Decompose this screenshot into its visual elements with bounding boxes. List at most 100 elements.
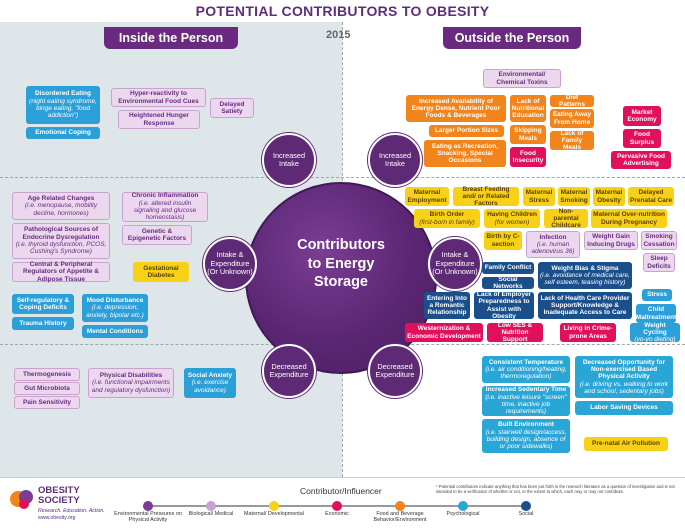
box-food-insecurity: Food Insecurity <box>510 147 546 167</box>
box-maternal-smoking: Maternal Smoking <box>558 187 590 206</box>
box-birth-c-section: Birth by C-section <box>484 231 522 250</box>
legend-label: Environmental Pressures on Physical Acti… <box>114 511 182 524</box>
box-title: Birth Order <box>429 211 465 219</box>
box-birth-order: Birth Order (first-born in family) <box>414 209 480 228</box>
legend-dot <box>206 501 216 511</box>
box-stress: Stress <box>642 289 672 301</box>
box-sedentary-time: Increased Sedentary Time (i.e. inactive … <box>482 386 570 416</box>
box-example: (first-born in family) <box>419 218 475 226</box>
box-social-anxiety: Social Anxiety (i.e. exercise avoidance) <box>184 368 236 398</box>
obesity-society-logo-icon <box>10 490 33 509</box>
logo-url[interactable]: www.obesity.org <box>38 515 76 521</box>
box-disordered-eating: Disordered Eating (night eating syndrome… <box>26 86 100 124</box>
box-physical-disabilities: Physical Disabilities (i.e. functional i… <box>88 368 174 398</box>
box-labor-saving-devices: Labor Saving Devices <box>575 401 673 415</box>
box-example: (i.e. human adenovirus 36) <box>531 240 575 256</box>
box-title: Pathological Sources of Endocrine Dysreg… <box>22 226 100 241</box>
legend-dot <box>521 501 531 511</box>
box-delayed-prenatal: Delayed Prenatal Care <box>628 187 674 206</box>
box-maternal-employment: Maternal Employment <box>405 187 449 206</box>
box-hyper-reactivity: Hyper-reactivity to Environmental Food C… <box>111 88 206 107</box>
footer <box>0 477 685 528</box>
box-eating-away: Eating Away From Home <box>550 109 594 128</box>
box-example: (for women) <box>494 218 530 226</box>
legend-dot <box>332 501 342 511</box>
box-chemical-toxins: Environmental/ Chemical Toxins <box>483 69 561 88</box>
bubble-decreased-expenditure-outside: Decreased Expenditure <box>368 344 422 398</box>
box-title: Social Anxiety <box>187 372 233 380</box>
box-example: (i.e. depression; anxiety, bipolar etc.) <box>86 304 144 319</box>
box-non-exercise-opportunity: Decreased Opportunity for Non-exercised … <box>575 356 673 398</box>
box-genetic-epigenetic: Genetic & Epigenetic Factors <box>122 225 192 245</box>
box-consistent-temperature: Consistent Temperature (i.e. air conditi… <box>482 356 570 383</box>
center-line-2: to Energy <box>307 255 375 272</box>
footnote: * Potential contributors indicate anythi… <box>436 484 675 495</box>
box-example: (i.e. avoidance of medical care, self es… <box>540 271 630 287</box>
legend-label: Biological/ Medical <box>188 511 234 517</box>
box-example: (i.e. inactive leisure "screen" time, in… <box>485 393 567 416</box>
box-maternal-obesity: Maternal Obesity <box>593 187 625 206</box>
box-title: Age Related Changes <box>27 195 95 203</box>
box-food-surplus: Food Surplus <box>623 129 661 148</box>
box-appetite-regulators: Central & Peripheral Regulators of Appet… <box>12 261 110 283</box>
box-low-ses: Low SES & Nutrition Support <box>487 322 543 343</box>
box-example: (i.e. menopause, mobility decline, hormo… <box>24 202 98 217</box>
box-example: (i.e. stairwell design/access, building … <box>485 428 567 451</box>
box-having-children: Having Children (for women) <box>484 209 540 228</box>
box-example: (i.e. exercise avoidance) <box>191 379 229 394</box>
box-self-regulatory-deficits: Self-regulatory & Coping Deficits <box>12 294 74 314</box>
box-example: (i.e. altered insulin signaling and gluc… <box>133 199 197 222</box>
box-maternal-overnutrition: Maternal Over-nutrition During Pregnancy <box>591 209 667 228</box>
box-breast-feeding: Breast Feeding and/ or Related Factors <box>453 186 519 207</box>
box-increased-availability: Increased Availability of Energy Dense, … <box>406 95 506 122</box>
legend-dot <box>458 501 468 511</box>
box-trauma-history: Trauma History <box>12 317 74 330</box>
bubble-increased-intake-outside: Increased Intake <box>368 133 422 187</box>
box-example: (i.e. driving vs. walking to work and sc… <box>579 380 669 395</box>
logo-line-1: OBESITY <box>38 485 80 496</box>
box-delayed-satiety: Delayed Satiety <box>210 98 254 118</box>
box-endocrine-dysregulation: Pathological Sources of Endocrine Dysreg… <box>12 223 110 259</box>
legend-label: Food and Beverage Behavior/Environment <box>373 511 427 524</box>
box-social-networks: Social Networks <box>482 276 534 290</box>
bubble-intake-expenditure-outside: Intake & Expenditure (Or Unknown) <box>428 237 482 291</box>
box-larger-portions: Larger Portion Sizes <box>429 125 504 137</box>
box-employer-preparedness: Lack of Employer Preparedness to Assist … <box>474 291 534 320</box>
box-title: Mood Disturbance <box>86 297 144 305</box>
legend-dot <box>143 501 153 511</box>
logo-name: OBESITY SOCIETY <box>38 486 80 506</box>
box-romantic-relationship: Entering Into a Romantic Relationship <box>424 292 470 319</box>
box-crime-prone-areas: Living in Crime-prone Areas <box>560 323 616 342</box>
bubble-increased-intake-inside: Increased Intake <box>262 133 316 187</box>
box-title: Increased Sedentary Time <box>485 386 567 394</box>
box-westernization: Westernization & Economic Development <box>405 323 483 342</box>
box-child-maltreatment: Child Maltreatment <box>636 304 676 323</box>
divider-intake <box>0 177 685 178</box>
box-family-meals: Lack of Family Meals <box>550 130 594 151</box>
box-pervasive-advertising: Pervasive Food Advertising <box>611 151 671 169</box>
center-line-1: Contributors <box>297 237 385 253</box>
legend-title: Contributor/Influencer <box>300 486 382 496</box>
legend-label: Social <box>518 511 534 517</box>
box-age-related-changes: Age Related Changes (i.e. menopause, mob… <box>12 192 110 220</box>
box-skipping-meals: Skipping Meals <box>510 125 546 144</box>
center-line-3: Storage <box>314 274 368 291</box>
box-example: (night eating syndrome, binge eating, "f… <box>29 97 97 120</box>
box-weight-bias: Weight Bias & Stigma (i.e. avoidance of … <box>538 262 632 289</box>
box-gut-microbiota: Gut Microbiota <box>14 382 80 395</box>
bubble-intake-expenditure-inside: Intake & Expenditure (Or Unknown) <box>203 237 257 291</box>
box-infection: Infection (i.e. human adenovirus 36) <box>526 231 580 258</box>
box-title: Weight Cycling <box>643 321 667 336</box>
box-diet-patterns: Diet Patterns <box>550 94 594 108</box>
box-title: Infection <box>539 233 567 241</box>
box-title: Disordered Eating <box>35 90 91 98</box>
legend-label: Psychological <box>446 511 480 517</box>
box-example: (i.e. thyroid dysfunction, PCOS, Cushing… <box>15 241 107 256</box>
box-family-conflict: Family Conflict <box>482 262 534 274</box>
box-title: Weight Bias & Stigma <box>551 264 619 272</box>
box-chronic-inflammation: Chronic Inflammation (i.e. altered insul… <box>122 192 208 222</box>
box-built-environment: Built Environment (i.e. stairwell design… <box>482 419 570 453</box>
bubble-decreased-expenditure-inside: Decreased Expenditure <box>262 344 316 398</box>
box-title: Having Children <box>487 211 537 219</box>
